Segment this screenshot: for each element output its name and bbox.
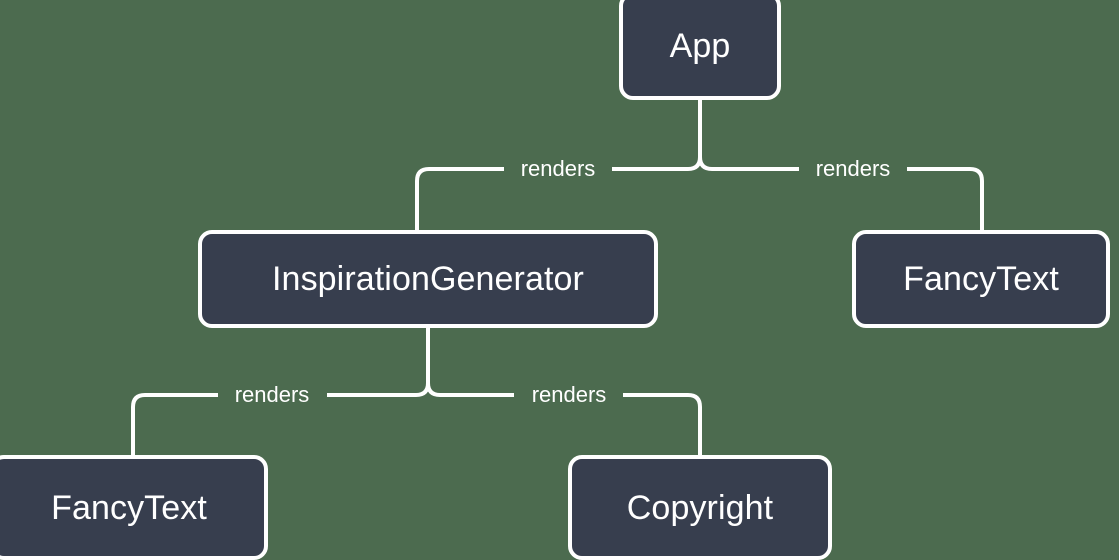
node-copyright[interactable]: Copyright (568, 455, 832, 560)
node-label-app: App (669, 27, 731, 65)
node-app[interactable]: App (619, 0, 781, 100)
node-label-fancytext-right: FancyText (903, 260, 1059, 298)
node-inspiration-generator[interactable]: InspirationGenerator (198, 230, 658, 328)
edge-label-app-to-inspiration-generator: renders (520, 156, 596, 181)
node-label-inspiration-generator: InspirationGenerator (272, 260, 584, 298)
node-label-fancytext-bottom: FancyText (51, 488, 207, 527)
edge-label-inspiration-to-fancytext-bottom: renders (234, 382, 310, 407)
edge-label-app-to-fancytext-right: renders (815, 156, 891, 181)
edge-inspiration-to-copyright (426, 328, 702, 455)
edge-label-inspiration-to-copyright: renders (531, 382, 607, 407)
node-fancytext-right[interactable]: FancyText (852, 230, 1110, 328)
node-label-copyright: Copyright (626, 488, 774, 527)
edge-app-to-fancytext-right (698, 100, 984, 230)
node-fancytext-bottom[interactable]: FancyText (0, 455, 268, 560)
